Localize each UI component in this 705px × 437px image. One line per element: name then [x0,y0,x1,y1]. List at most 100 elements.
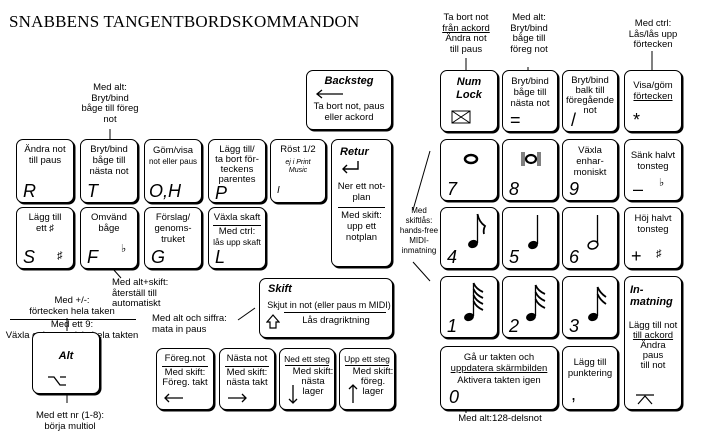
key-slash-label2: balk till [575,85,605,96]
key-plus-char: + [631,246,642,266]
key-backsteg-name: Backsteg [324,75,374,87]
key-backsteg-label: Ta bort not, paus [313,101,385,112]
key-8[interactable]: 8 [502,139,558,201]
key-left-label3: Föreg. takt [162,377,208,388]
key-retur-label3: Med skift: [341,210,382,221]
alt-digit-note: Med alt och siffra: mata in paus [152,313,227,335]
key-equals[interactable]: Bryt/bind båge till nästa not = [502,70,558,132]
key-arrow-left[interactable]: Föreg.not Med skift: Föreg. takt [156,348,214,410]
enter-key-icon [636,394,654,405]
whole-note-icon [463,153,479,165]
key-arrow-down[interactable]: Ned ett steg Med skift: nästa lager [279,348,335,410]
key-9-label3: moniskt [573,167,607,178]
key-8-char: 8 [509,179,520,199]
key-slash-label3: föregående [565,95,615,106]
key-4[interactable]: 4 [440,207,498,269]
key-arrow-up[interactable]: Upp ett steg Med skift: föreg. lager [339,348,395,410]
key-t[interactable]: Bryt/bind båge till nästa not T [80,139,138,203]
key-r[interactable]: Ändra not till paus R [16,139,74,203]
key-slash[interactable]: Bryt/bind balk till föregående not / [562,70,618,132]
key-enter-name2: matning [630,296,673,308]
key-enter-label3: Ändra [640,340,666,351]
key-l-label3: lås upp skaft [213,237,261,247]
key-slash-label: Bryt/bind [571,75,609,86]
key-0[interactable]: Gå ur takten och uppdatera skärmbilden A… [440,346,558,410]
key-6[interactable]: 6 [562,207,618,269]
key-9-label2: enhar- [576,156,604,167]
key-s[interactable]: Lägg till ett ♯ S ♯ [16,207,74,269]
key-oh[interactable]: Göm/visa not eller paus O,H [144,139,202,203]
key-1[interactable]: 1 [440,276,498,338]
key-slash-label4: not [583,105,597,116]
key-equals-char: = [510,110,521,130]
key-plus[interactable]: Höj halvt tonsteg + ♯ [624,207,682,269]
sixty-fourth-note-icon [464,282,484,322]
key-right-label3: nästa takt [226,377,268,388]
key-p[interactable]: Lägg till/ ta bort för- teckens parentes… [208,139,266,203]
key-down-label3: nästa [301,376,325,387]
key-equals-label2: båge till [513,87,547,98]
key-9[interactable]: Växla enhar- moniskt 9 [562,139,618,201]
alt-bottom-note: Med ett nr (1-8): börja multiol [35,410,105,432]
key-i[interactable]: Röst 1/2 ej i Print Music I [270,139,326,203]
key-minus-label: Sänk halvt [630,150,676,161]
key-skift-name: Skift [268,283,292,295]
key-3[interactable]: 3 [562,276,618,338]
sharp-icon: ♯ [656,248,662,260]
key-f-label2: båge [98,223,120,234]
key-g[interactable]: Förslag/ genoms- truket G [144,207,202,269]
key-up-label4: lager [362,386,384,397]
key-enter[interactable]: In- matning Lägg till not till ackord Än… [624,276,682,410]
key-0-label2: uppdatera skärmbilden [450,363,548,374]
flat-icon: ♭ [121,243,127,255]
key-l-char: L [215,247,226,267]
key-i-label3: Music [288,167,308,174]
option-key-icon [48,376,66,386]
key-retur[interactable]: Retur Ner ett not- plan Med skift: upp e… [331,139,392,267]
note-divider [10,319,136,320]
key-5[interactable]: 5 [502,207,558,269]
key-star[interactable]: Visa/göm förtecken * [624,70,682,132]
key-numlock[interactable]: Num Lock [440,70,498,132]
key-up-label3: föreg. [360,376,386,387]
key-comma[interactable]: Lägg till punktering , [562,346,618,410]
key-minus[interactable]: Sänk halvt tonsteg – ♭ [624,139,682,201]
key-arrow-right[interactable]: Nästa not Med skift: nästa takt [219,348,275,410]
alt128-note: Med alt:128-delsnot [458,413,542,424]
key-backsteg[interactable]: Backsteg Ta bort not, paus eller ackord [306,70,392,130]
key-r-char: R [23,181,36,201]
key-skift-label2: Lås dragriktning [302,315,370,326]
key-2-char: 2 [509,316,520,336]
key-enter-label: Lägg till not [628,320,678,331]
arrow-up-icon [348,384,358,403]
key-numlock-l1: Num [456,76,482,88]
key-l-label: Växla skaft [213,212,261,223]
key-g-label2: genoms- [154,223,192,234]
key-alt[interactable]: Alt [32,332,100,394]
plus-minus-note: Med +/-: förtecken hela taken [29,295,115,317]
key-oh-label: Göm/visa [152,145,194,156]
key-2[interactable]: 2 [502,276,558,338]
key-9-label: Växla [578,145,602,156]
key-right-label2: Med skift: [226,367,268,378]
key-l[interactable]: Växla skaft Med ctrl: lås upp skaft L [208,207,266,269]
key-r-label: Ändra not [24,144,66,155]
key-t-label: Bryt/bind [90,144,128,155]
alt-top-note: Med alt: Bryt/bind båge till föreg not [81,82,139,125]
key-equals-label3: nästa not [510,98,550,109]
key-comma-char: , [571,384,577,404]
key-i-label: Röst 1/2 [280,144,316,155]
key-s-char: S [23,247,36,267]
key-f[interactable]: Omvänd båge F ♭ [80,207,138,269]
arrow-right-icon [228,393,247,403]
key-minus-label2: tonsteg [637,161,669,172]
key-p-char: P [215,183,228,203]
arrow-down-icon [288,385,298,404]
key-7[interactable]: 7 [440,139,498,201]
eighth-note-icon [468,213,487,249]
key-t-label3: nästa not [89,166,129,177]
key-skift[interactable]: Skift Skjut in not (eller paus m MIDI) L… [259,278,393,338]
return-arrow-icon [342,161,359,174]
double-whole-note-icon [521,152,541,166]
key-oh-char: O,H [149,181,182,201]
